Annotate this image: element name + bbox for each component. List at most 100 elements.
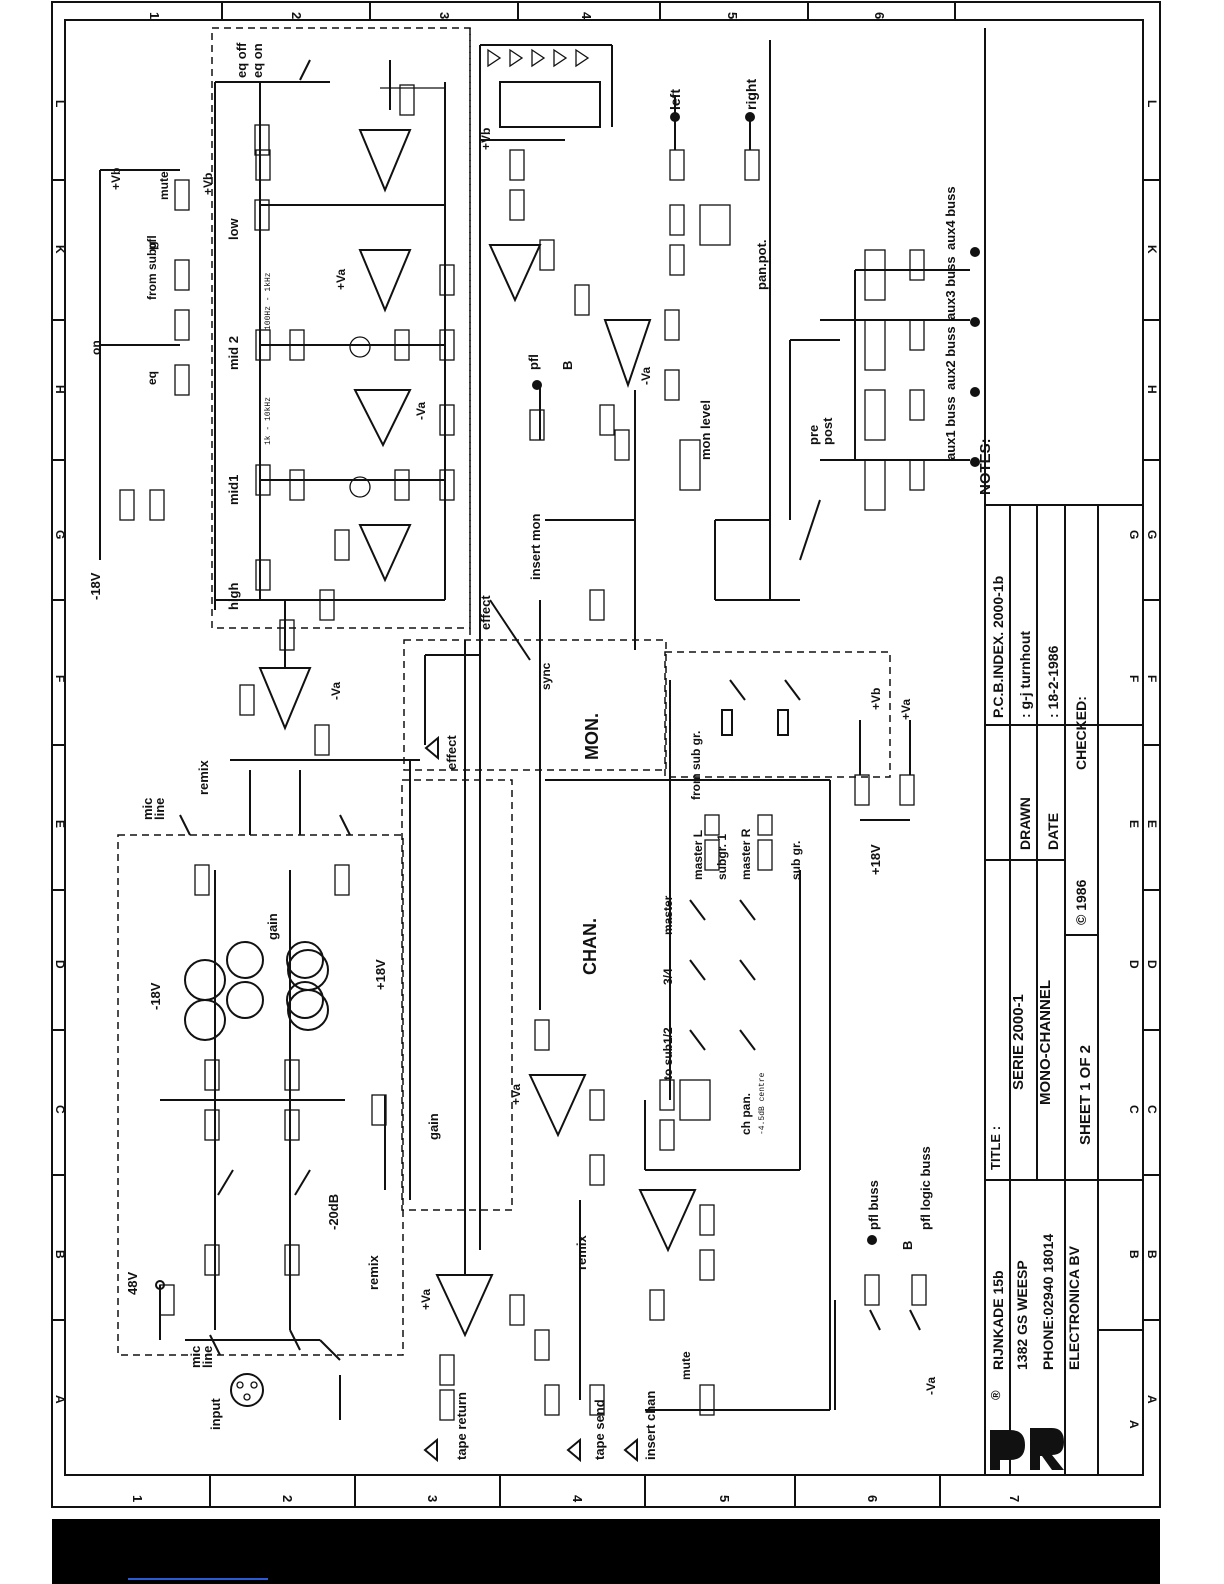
svg-text:B: B bbox=[900, 1241, 915, 1250]
grid-col-1: 1 bbox=[147, 12, 162, 19]
mid2-freq: 100Hz - 1kHz bbox=[264, 272, 273, 330]
footer-link-underline[interactable] bbox=[128, 1578, 268, 1580]
svg-text:5: 5 bbox=[717, 1495, 732, 1502]
phone-number: PHONE:02940 18014 bbox=[1040, 1234, 1056, 1370]
pan-pot-mon bbox=[699, 204, 731, 246]
pos18v-preamp: +18V bbox=[373, 959, 388, 990]
pcb-index: P.C.B.INDEX. 2000-1b bbox=[990, 576, 1006, 718]
svg-text:+Vb: +Vb bbox=[201, 173, 215, 195]
pre-label: pre bbox=[806, 425, 821, 445]
svg-text:D: D bbox=[1145, 960, 1159, 969]
svg-text:E: E bbox=[1145, 820, 1159, 828]
pad-minus20db-label: -20dB bbox=[326, 1194, 341, 1230]
led-indicators: -18V on eq from subg pfl mute +Vb +Vb bbox=[88, 168, 215, 600]
mon-level-label: mon level bbox=[698, 400, 713, 460]
svg-text:-Va: -Va bbox=[414, 402, 428, 420]
led-from-subg-label: from subg bbox=[145, 241, 159, 300]
remix-label-1: remix bbox=[366, 1255, 381, 1290]
high-label: high bbox=[226, 583, 241, 610]
effect-jack-label: effect bbox=[444, 735, 459, 770]
led-meter-diodes bbox=[487, 48, 590, 68]
neg18v-top: -18V bbox=[88, 572, 103, 600]
date-label: DATE bbox=[1045, 813, 1061, 850]
svg-text:A: A bbox=[1145, 1395, 1159, 1404]
remix-label-2: remix bbox=[196, 760, 211, 795]
grid-labels-rows: L K H G F E D C B A L K H G F E D C B A bbox=[53, 100, 1159, 1404]
low-label: low bbox=[226, 217, 241, 240]
svg-text:-Va: -Va bbox=[329, 682, 343, 700]
pan-pot-label: pan.pot. bbox=[754, 239, 769, 290]
line-label-lower: line bbox=[200, 1346, 215, 1368]
monitor-section: effect effect sync insert mon mon level … bbox=[403, 28, 800, 771]
svg-text:E: E bbox=[1127, 820, 1141, 828]
address-line-2: 1382 GS WEESP bbox=[1014, 1260, 1030, 1370]
eq-off-label: eq off bbox=[234, 42, 249, 78]
insert-chan-label: insert chan bbox=[643, 1391, 658, 1460]
sync-label: sync bbox=[539, 662, 553, 690]
from-subgr-label: from sub gr. bbox=[689, 731, 703, 800]
master-label: master bbox=[661, 895, 675, 935]
mute-label: mute bbox=[679, 1351, 693, 1380]
date-value: : 18-2-1986 bbox=[1045, 645, 1061, 718]
aux1-buss-label: aux1 buss bbox=[943, 396, 958, 460]
opamp-a7 bbox=[528, 1074, 587, 1138]
sheet-number: SHEET 1 OF 2 bbox=[1077, 1045, 1094, 1145]
grid-col-5: 5 bbox=[725, 12, 740, 19]
svg-text:+Va: +Va bbox=[509, 1084, 523, 1105]
subgr-label: sub gr. bbox=[789, 841, 803, 880]
transistor-t2 bbox=[226, 981, 264, 1019]
mid2-label: mid 2 bbox=[226, 336, 241, 370]
remix-label-3: remix bbox=[574, 1235, 589, 1270]
ch-pan-label: ch pan. bbox=[739, 1093, 753, 1135]
svg-text:-Va: -Va bbox=[924, 1377, 938, 1395]
opamp-a5 bbox=[358, 249, 412, 313]
svg-text:+Va: +Va bbox=[899, 699, 913, 720]
pot-p2 bbox=[255, 559, 271, 591]
border-frame bbox=[51, 1, 1161, 1508]
svg-text:+Vb: +Vb bbox=[869, 688, 883, 710]
led-mute-label: mute bbox=[157, 171, 171, 200]
opamp-a9 bbox=[603, 319, 652, 389]
mic-label-lower: mic bbox=[188, 1346, 203, 1368]
aux3-pot bbox=[864, 319, 886, 371]
neg18v-preamp: -18V bbox=[148, 982, 163, 1010]
svg-text:F: F bbox=[53, 675, 67, 682]
phantom-48v-label: 48V bbox=[125, 1272, 140, 1295]
plus18v-supply-label: +18V bbox=[868, 844, 883, 875]
svg-text:B: B bbox=[1127, 1250, 1141, 1259]
svg-text:4: 4 bbox=[570, 1495, 585, 1503]
svg-text:C: C bbox=[1127, 1105, 1141, 1114]
line-label-upper: line bbox=[152, 798, 167, 820]
grid-col-3: 3 bbox=[437, 12, 452, 19]
svg-text:H: H bbox=[1145, 385, 1159, 394]
aux1-pot bbox=[864, 459, 886, 511]
svg-text:C: C bbox=[1145, 1105, 1159, 1114]
mon-level-pot bbox=[679, 439, 701, 491]
mix-amp: -Va bbox=[230, 600, 420, 1200]
svg-text:2: 2 bbox=[280, 1495, 295, 1502]
svg-text:K: K bbox=[53, 245, 67, 254]
led-on-label: on bbox=[89, 340, 103, 355]
svg-text:D: D bbox=[1127, 960, 1141, 969]
opamp-a2 bbox=[435, 1274, 494, 1338]
chan-section-label: CHAN. bbox=[580, 918, 600, 975]
address-line-1: RIJNKADE 15b bbox=[990, 1270, 1006, 1370]
sub34-label: 3/4 bbox=[661, 968, 675, 985]
master-l-label: master L bbox=[691, 830, 705, 880]
drawn-value: : g-j turnhout bbox=[1017, 631, 1033, 718]
tape-send-label: tape send bbox=[592, 1399, 607, 1460]
post-label: post bbox=[820, 417, 835, 445]
aux2-buss-label: aux2 buss bbox=[943, 326, 958, 390]
aux-section: aux1 buss aux2 buss aux3 buss aux4 buss … bbox=[789, 186, 980, 561]
grid-col-6: 6 bbox=[872, 12, 887, 19]
svg-text:C: C bbox=[53, 1105, 67, 1114]
led-pfl-label: pfl bbox=[145, 235, 159, 250]
mid1-label: mid1 bbox=[226, 475, 241, 505]
transistor-t1 bbox=[226, 941, 264, 979]
svg-text:F: F bbox=[1127, 675, 1141, 682]
aux4-buss-label: aux4 buss bbox=[943, 186, 958, 250]
b-out-label: B bbox=[560, 361, 575, 370]
mic-label-upper: mic bbox=[140, 798, 155, 820]
svg-text:L: L bbox=[1145, 100, 1159, 107]
